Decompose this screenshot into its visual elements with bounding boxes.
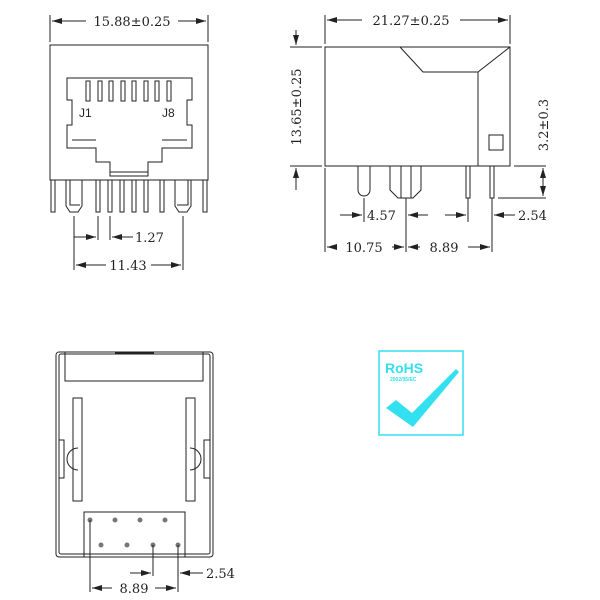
slot-right [185, 397, 196, 502]
bottom-body [55, 351, 214, 558]
pin-holes [87, 517, 181, 548]
pin-label-j8: J8 [162, 106, 175, 120]
front-pins [50, 180, 208, 213]
bottom-pitch-dimension: 2.54 [206, 567, 235, 582]
side-body [324, 46, 511, 167]
front-view: 15.88±0.25 J1 J8 1.27 11.43 [49, 15, 209, 274]
dimension-4-57: 4.57 [367, 209, 396, 224]
bottom-view: 2.54 8.89 [55, 351, 235, 597]
svg-text:RoHS: RoHS [385, 360, 423, 376]
jack-opening [66, 77, 193, 177]
front-body [49, 44, 209, 181]
post-pin [389, 166, 422, 199]
pin-field [83, 511, 186, 558]
dimension-10-75: 10.75 [345, 241, 382, 256]
slot-left [72, 397, 83, 502]
width-dimension: 15.88±0.25 [93, 15, 170, 30]
span-dimension: 11.43 [109, 259, 146, 274]
led-window [488, 134, 504, 151]
pitch-dimension: 1.27 [135, 231, 164, 246]
dimension-2-54: 2.54 [518, 209, 547, 224]
side-pin [489, 165, 495, 199]
side-pin [465, 165, 471, 199]
rohs-logo: RoHS 2002/95/EC [378, 350, 464, 436]
board-lock-pin [357, 166, 371, 197]
svg-text:2002/95/EC: 2002/95/EC [390, 377, 417, 383]
length-dimension: 21.27±0.25 [372, 14, 449, 29]
pin-label-j1: J1 [79, 106, 92, 120]
height-dimension: 13.65±0.25 [290, 68, 305, 145]
contacts [85, 80, 172, 102]
check-icon [386, 369, 459, 427]
bottom-span-dimension: 8.89 [120, 582, 149, 597]
dimension-8-89: 8.89 [430, 241, 459, 256]
side-view: 21.27±0.25 13.65±0.25 3.2±0.3 4.57 2.54 … [290, 14, 552, 256]
pin-length-dimension: 3.2±0.3 [537, 99, 552, 151]
